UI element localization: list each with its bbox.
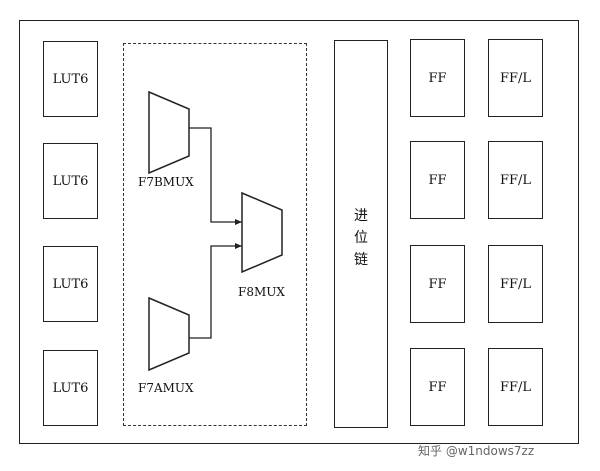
ff-block-4: FF [410, 348, 465, 426]
ffl-label: FF/L [499, 379, 532, 395]
lut6-block-3: LUT6 [43, 246, 98, 322]
carry-chain-char: 进 [354, 208, 368, 224]
mux-region [123, 43, 307, 426]
ff-block-1: FF [410, 39, 465, 117]
watermark: 知乎 @w1ndows7zz [418, 444, 535, 458]
f7bmux-shape [148, 90, 190, 175]
ffl-label: FF/L [499, 172, 532, 188]
arrowhead-upper [235, 219, 242, 225]
f7amux-label: F7AMUX [138, 381, 194, 395]
ffl-block-3: FF/L [488, 245, 543, 323]
f8mux-label: F8MUX [238, 285, 285, 299]
ffl-block-2: FF/L [488, 141, 543, 219]
f8mux-shape [241, 191, 283, 274]
wire-f7b-to-f8 [189, 127, 242, 223]
carry-chain-char: 位 [354, 230, 368, 246]
ff-label: FF [428, 379, 447, 395]
lut6-label: LUT6 [52, 276, 89, 292]
f7bmux-label: F7BMUX [138, 175, 194, 189]
carry-chain-label: 进 位 链 [335, 205, 387, 271]
carry-chain-char: 链 [354, 252, 368, 268]
lut6-block-4: LUT6 [43, 350, 98, 426]
arrowhead-lower [235, 243, 242, 249]
lut6-label: LUT6 [52, 380, 89, 396]
ff-block-3: FF [410, 245, 465, 323]
slice-frame [19, 20, 579, 444]
wire-f7a-to-f8 [189, 245, 242, 339]
lut6-block-2: LUT6 [43, 143, 98, 219]
ffl-label: FF/L [499, 70, 532, 86]
lut6-label: LUT6 [52, 173, 89, 189]
f7amux-shape [148, 296, 190, 372]
lut6-block-1: LUT6 [43, 41, 98, 117]
ffl-label: FF/L [499, 276, 532, 292]
carry-chain-block: 进 位 链 [334, 40, 388, 428]
ffl-block-1: FF/L [488, 39, 543, 117]
ff-block-2: FF [410, 141, 465, 219]
ff-label: FF [428, 70, 447, 86]
ff-label: FF [428, 276, 447, 292]
lut6-label: LUT6 [52, 71, 89, 87]
ffl-block-4: FF/L [488, 348, 543, 426]
ff-label: FF [428, 172, 447, 188]
